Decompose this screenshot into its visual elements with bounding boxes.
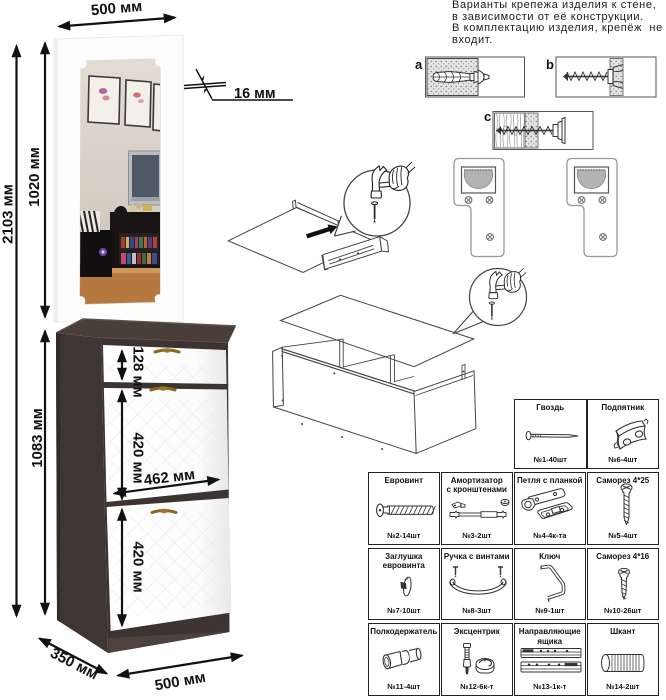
svg-text:1083 мм: 1083 мм [29,408,46,468]
svg-text:c: c [484,109,491,124]
svg-text:128 мм: 128 мм [130,346,147,397]
svg-text:a: a [415,57,423,72]
svg-text:420 мм: 420 мм [130,541,147,592]
svg-text:500 мм: 500 мм [90,0,143,19]
svg-text:16 мм: 16 мм [234,86,276,102]
svg-text:350 мм: 350 мм [47,645,100,684]
svg-text:500 мм: 500 мм [153,669,207,695]
svg-text:1020 мм: 1020 мм [26,147,43,207]
svg-text:2103 мм: 2103 мм [0,184,17,244]
svg-text:b: b [546,57,554,72]
svg-text:420 мм: 420 мм [130,432,147,483]
svg-text:462 мм: 462 мм [143,466,196,489]
